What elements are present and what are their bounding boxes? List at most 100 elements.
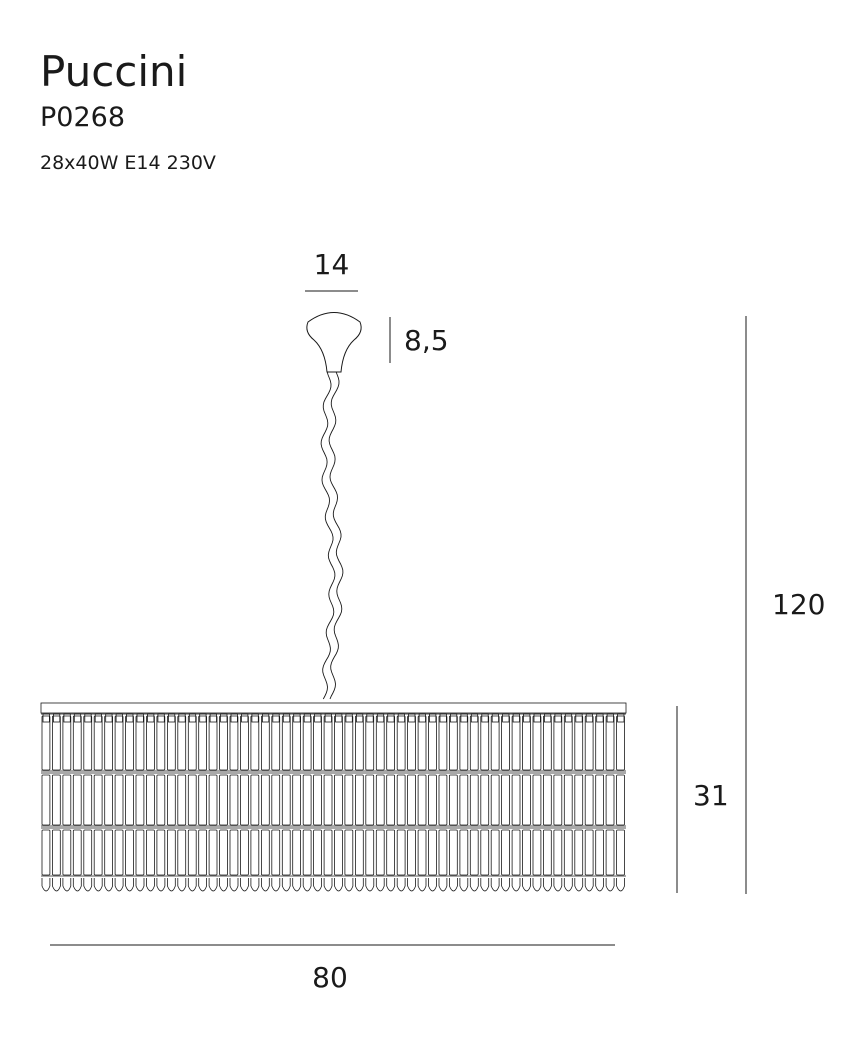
crystal-bead — [178, 713, 186, 723]
crystal-prism — [72, 715, 82, 771]
crystal-bead — [439, 713, 447, 723]
crystal-bead — [188, 713, 197, 723]
crystal-prism — [125, 715, 134, 771]
crystal-prism — [428, 774, 437, 826]
crystal-prism — [93, 829, 103, 876]
crystal-prism — [292, 774, 302, 826]
crystal-prism — [574, 829, 584, 876]
crystal-prism — [584, 774, 594, 826]
crystal-prism — [229, 829, 239, 876]
crystal-prism — [219, 715, 228, 771]
crystal-prism — [323, 715, 333, 771]
crystal-prism — [334, 715, 343, 771]
crystal-drop — [386, 878, 396, 892]
crystal-prism — [522, 715, 531, 771]
crystal-bead — [606, 713, 614, 723]
crystal-prism — [323, 829, 333, 876]
crystal-prism — [260, 715, 270, 771]
crystal-prism — [72, 774, 82, 826]
crystal-prism — [250, 829, 260, 876]
crystal-drop — [219, 878, 228, 892]
crystal-bead — [126, 713, 134, 723]
crystal-bead — [282, 713, 291, 723]
crystal-bead — [314, 713, 322, 723]
crystal-prism — [323, 774, 333, 826]
crystal-prism — [41, 829, 51, 876]
crystal-bead — [376, 713, 385, 723]
crystal-prism — [146, 774, 155, 826]
crystal-prism — [365, 829, 375, 876]
crystal-prism — [553, 829, 563, 876]
crystal-bead — [261, 713, 270, 723]
crystal-prism — [219, 829, 228, 876]
crystal-prism — [240, 774, 249, 826]
crystal-prism — [281, 774, 291, 826]
crystal-prism — [271, 715, 281, 771]
crystal-bead — [564, 713, 573, 723]
crystal-bead — [575, 713, 583, 723]
crystal-prism — [313, 715, 322, 771]
crystal-prism — [83, 715, 93, 771]
crystal-prism — [198, 774, 207, 826]
crystal-prism — [156, 829, 166, 876]
crystal-prism — [459, 715, 469, 771]
crystal-drop — [522, 878, 531, 892]
crystal-drop — [407, 878, 416, 892]
crystal-prism — [543, 715, 552, 771]
crystal-prism — [292, 829, 302, 876]
crystal-bead — [230, 713, 238, 723]
total-height-label: 120 — [772, 588, 826, 621]
crystal-drop — [459, 878, 469, 892]
shade-diameter-label: 80 — [312, 961, 348, 994]
crystal-prism — [240, 829, 249, 876]
crystal-prism — [146, 829, 155, 876]
crystal-prism — [480, 715, 490, 771]
crystal-prism — [62, 715, 72, 771]
crystal-prism — [260, 829, 270, 876]
crystal-bead — [73, 713, 82, 723]
crystal-bead — [220, 713, 228, 723]
crystal-prism — [334, 774, 343, 826]
crystal-bead — [84, 713, 92, 723]
crystal-bead — [209, 713, 217, 723]
crystal-prism — [428, 829, 437, 876]
crystal-drop — [553, 878, 563, 892]
crystal-prism — [365, 715, 375, 771]
crystal-prism — [595, 829, 605, 876]
crystal-prism — [334, 829, 343, 876]
crystal-prism — [52, 829, 61, 876]
crystal-prism — [532, 715, 542, 771]
crystal-drop — [313, 878, 322, 892]
crystal-prism — [114, 774, 124, 826]
crystal-prism — [553, 774, 563, 826]
crystal-drop — [501, 878, 510, 892]
crystal-prism — [93, 715, 103, 771]
crystal-prism — [511, 715, 521, 771]
chain-strand-right — [328, 371, 344, 700]
crystal-drop — [114, 878, 124, 892]
crystal-bead — [345, 713, 353, 723]
crystal-bead — [241, 713, 249, 723]
crystal-prism — [396, 715, 406, 771]
suspension-chain — [320, 371, 344, 700]
crystal-prism — [354, 829, 364, 876]
crystal-prism — [156, 774, 166, 826]
crystal-prism — [281, 715, 291, 771]
crystal-bead — [502, 713, 510, 723]
crystal-drop — [323, 878, 333, 892]
crystal-drop — [511, 878, 521, 892]
crystal-prism — [595, 774, 605, 826]
crystal-prism — [375, 774, 385, 826]
crystal-drop — [83, 878, 93, 892]
crystal-prism — [501, 774, 510, 826]
crystal-prism — [302, 715, 312, 771]
crystal-prism — [344, 829, 354, 876]
product-code: P0268 — [40, 102, 125, 133]
crystal-drop — [543, 878, 552, 892]
crystal-prism — [375, 829, 385, 876]
crystal-prism — [208, 715, 218, 771]
crystal-drop — [135, 878, 145, 892]
crystal-prism — [104, 715, 113, 771]
crystal-bead — [429, 713, 437, 723]
